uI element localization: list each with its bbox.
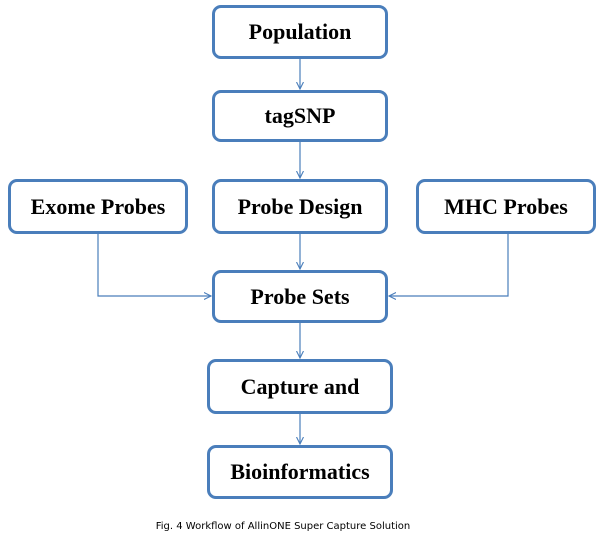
population-label: Population [248,19,352,44]
bioinformatics-node: Bioinformatics [207,445,393,499]
probe-design-label: Probe Design [237,193,363,219]
capture-label: Capture and [240,373,360,399]
population-node: Population [212,5,388,59]
probe-design-node: Probe Design [212,179,388,234]
mhc-probes-node: MHC Probes [416,179,596,234]
capture-node: Capture and [207,359,393,414]
arrow-mhc-to-probe-sets [389,234,509,296]
exome-probes-node: Exome Probes [8,179,188,234]
probe-sets-node: Probe Sets [212,270,388,323]
exome-probes-label: Exome Probes [30,193,166,219]
figure-caption: Fig. 4 Workflow of AllinONE Super Captur… [155,521,411,532]
mhc-probes-label: MHC Probes [444,193,568,219]
bioinformatics-label: Bioinformatics [230,459,370,484]
arrow-exome-to-probe-sets [97,234,211,296]
tagsnp-node: tagSNP [212,90,388,142]
probe-sets-label: Probe Sets [250,283,350,309]
tagsnp-label: tagSNP [264,103,336,128]
